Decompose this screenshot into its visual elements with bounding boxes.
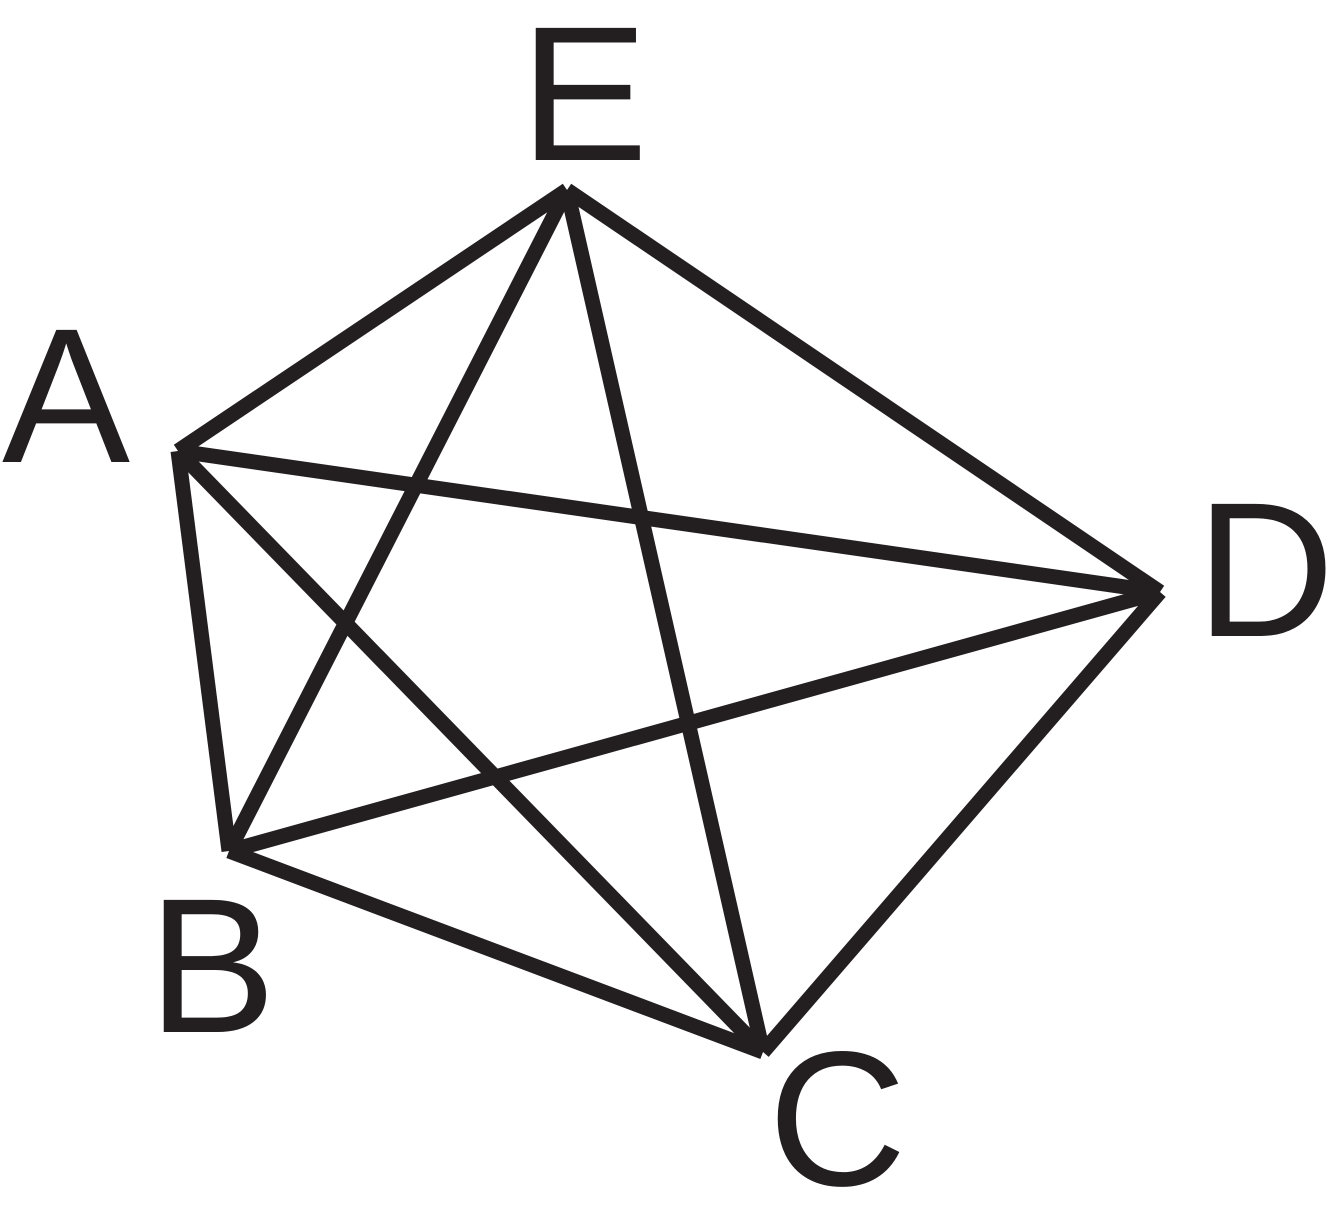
edge-a-e [173, 183, 572, 458]
edge-a-b [170, 450, 237, 852]
edge-b-c [226, 843, 766, 1060]
vertex-label-d: D [1196, 462, 1328, 677]
edge-c-d [757, 587, 1166, 1057]
vertex-label-b: B [148, 858, 276, 1073]
vertex-label-a: A [2, 288, 130, 503]
edge-a-d [176, 443, 1162, 600]
vertex-label-c: C [768, 1011, 907, 1226]
edges-group [170, 183, 1166, 1060]
edge-b-d [226, 584, 1163, 859]
edge-e-b [222, 186, 574, 855]
vertex-label-e: E [520, 0, 648, 201]
edge-a-c [172, 445, 769, 1058]
edge-e-c [559, 188, 771, 1054]
edge-e-d [562, 183, 1165, 599]
